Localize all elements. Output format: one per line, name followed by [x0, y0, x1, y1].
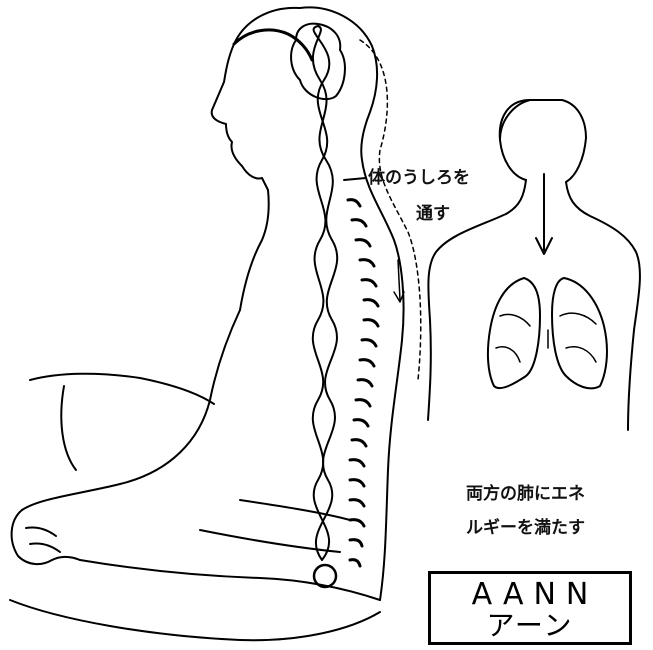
lungs-label-line1: 両方の肺にエネ	[466, 486, 585, 503]
back-view-torso	[428, 100, 640, 430]
base-energy-circle	[314, 565, 336, 587]
seated-figure-outline	[10, 7, 421, 640]
lungs-label-line2: ルギーを満たす	[466, 520, 585, 537]
mantra-title-box: AANN アーン	[428, 571, 632, 645]
back-label-line1: 体のうしろを	[368, 170, 470, 187]
spine	[348, 200, 378, 566]
right-lung	[548, 278, 607, 388]
left-lung	[488, 278, 540, 388]
back-label-line2: 通す	[416, 206, 450, 223]
downward-arrow	[536, 174, 552, 254]
mantra-latin: AANN	[431, 580, 629, 610]
mantra-kana: アーン	[431, 612, 629, 640]
back-label-leader	[344, 178, 366, 180]
